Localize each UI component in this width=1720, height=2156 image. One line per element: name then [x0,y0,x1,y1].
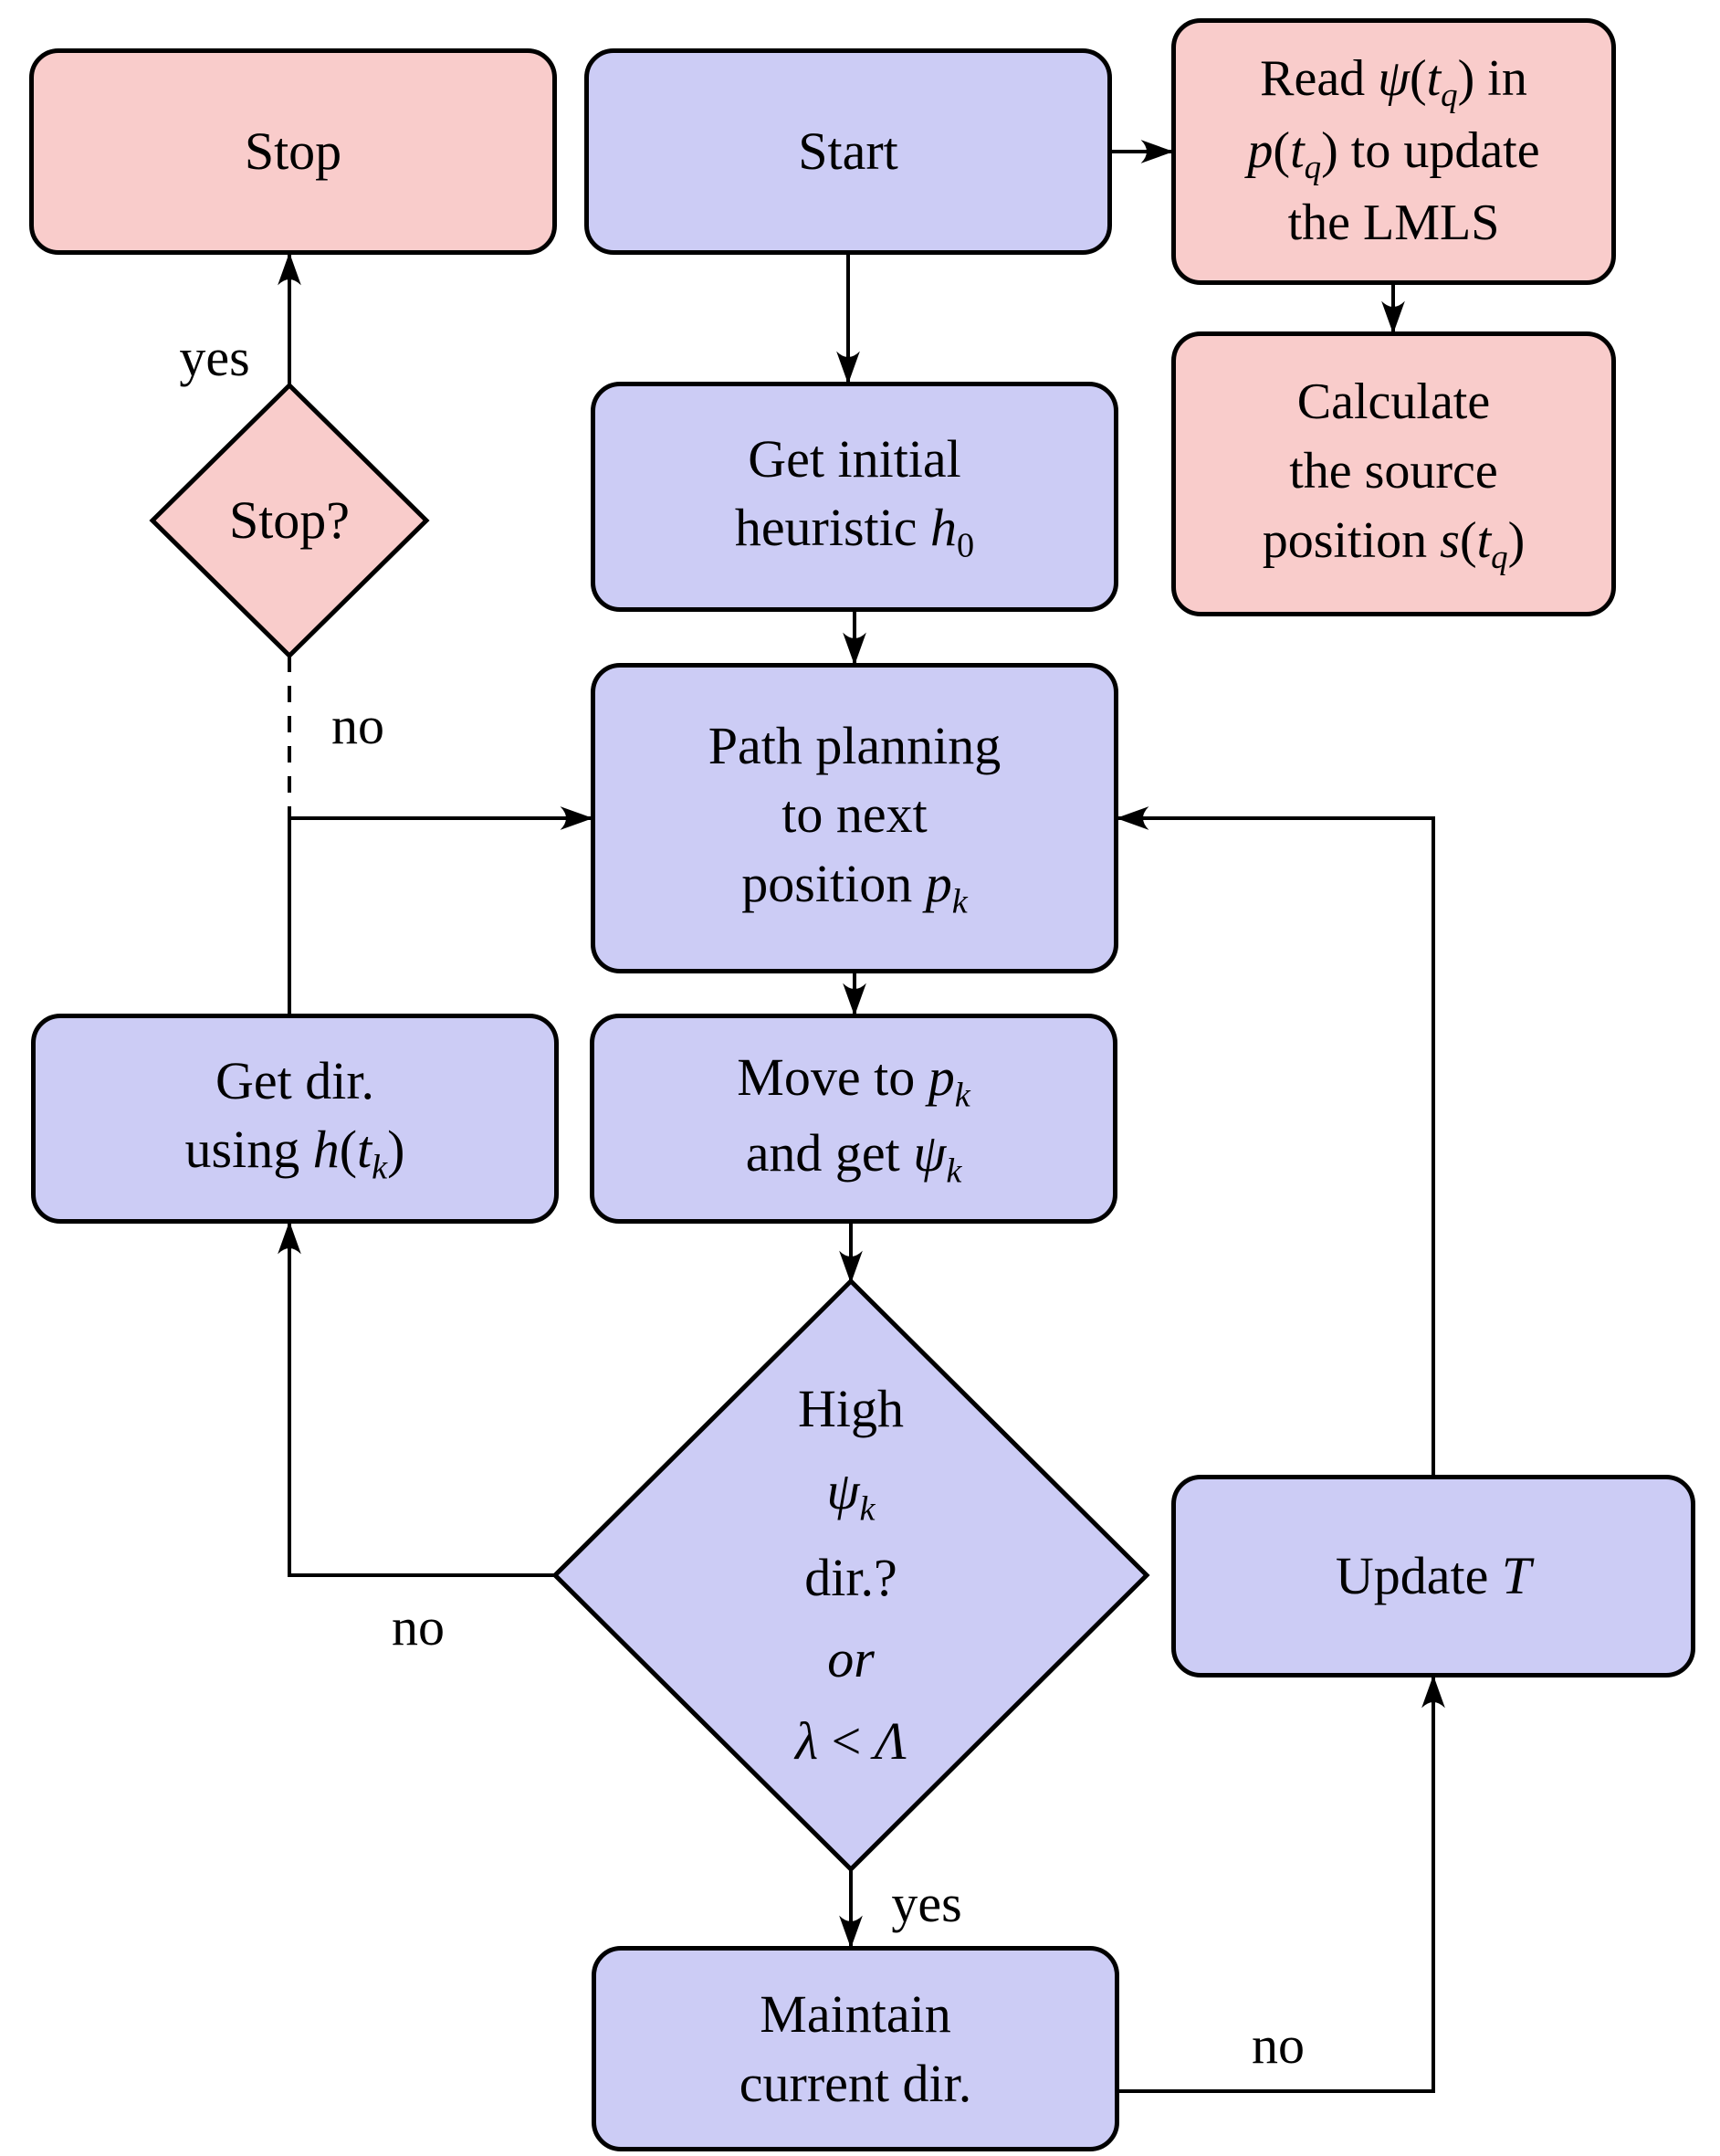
edge-label-maintain-no: no [1252,2015,1305,2075]
edge-label-high-no: no [392,1597,445,1656]
node-move-line2: and get ψk [745,1123,962,1191]
node-high-dir-line1: High [798,1378,904,1438]
node-calculate-source-line2: the source [1289,442,1498,500]
node-path-planning-line2: to next [781,784,928,845]
node-high-dir-line3: dir.? [804,1547,897,1607]
node-get-initial-heuristic: Get initial heuristic h0 [591,382,1118,612]
edge-label-stop-yes: yes [179,328,250,387]
node-stop: Stop [29,48,557,255]
node-stop-check-label: Stop? [228,489,351,550]
node-move-line1: Move to pk [737,1046,970,1115]
node-calculate-source-line3: position s(tq) [1262,511,1526,575]
node-read-lmls-line3: the LMLS [1287,195,1500,251]
node-update-t: Update T [1171,1475,1695,1677]
node-get-dir-line1: Get dir. [215,1050,374,1110]
node-stop-label: Stop [244,121,342,182]
node-calculate-source-line1: Calculate [1296,373,1491,431]
node-high-dir-line2: ψk [826,1460,876,1529]
node-path-planning-line3: position pk [741,853,968,921]
node-update-t-label: Update T [1335,1546,1532,1606]
node-maintain: Maintain current dir. [592,1946,1119,2151]
node-get-dir-line2: using h(tk) [184,1120,405,1187]
node-read-lmls: Read ψ(tq) in p(tq) to update the LMLS [1171,18,1616,285]
node-calculate-source: Calculate the source position s(tq) [1171,331,1616,616]
node-high-dir-line4: or [827,1629,875,1689]
edge-label-high-yes: yes [891,1874,962,1933]
node-read-lmls-line2: p(tq) to update [1247,122,1540,186]
node-high-dir-check: High ψk dir.? or λ < Λ [668,1333,1033,1817]
node-stop-check: Stop? [180,447,399,594]
node-start-label: Start [798,121,898,182]
node-move: Move to pk and get ψk [590,1014,1117,1224]
edge-maintain-no-to-update-t [1119,1675,1445,2093]
node-path-planning-line1: Path planning [708,715,1002,775]
edge-update-t-to-path-planning [1116,806,1435,1475]
node-high-dir-line5: λ < Λ [795,1711,907,1772]
node-get-initial-line2: heuristic h0 [734,498,975,565]
node-maintain-line1: Maintain [760,1984,951,2045]
node-get-initial-line1: Get initial [748,428,961,489]
node-read-lmls-line1: Read ψ(tq) in [1260,50,1527,114]
node-maintain-line2: current dir. [739,2053,972,2113]
edge-label-stop-no: no [331,696,384,755]
node-get-dir: Get dir. using h(tk) [31,1014,559,1224]
node-path-planning: Path planning to next position pk [591,663,1118,973]
node-start: Start [584,48,1112,255]
edge-high-dir-no-to-get-dir [278,1221,555,1577]
